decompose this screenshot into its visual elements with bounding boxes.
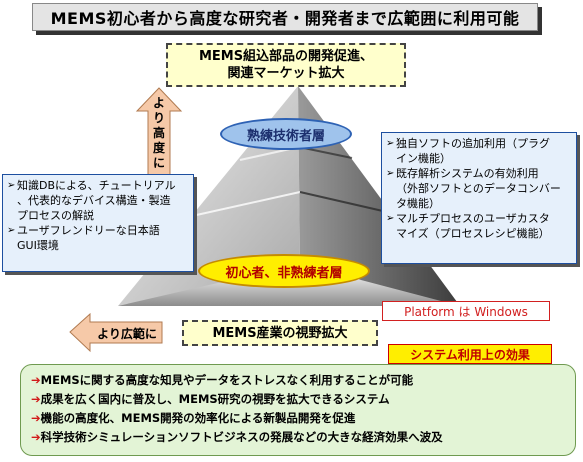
up-arrow-char: 度 [152,141,165,155]
triangle-bullet-icon: ➢ [7,225,16,236]
up-arrow-char: に [152,156,165,170]
up-arrow-char: よ [152,96,165,110]
up-arrow-char: 高 [152,126,165,140]
triangle-bullet-icon: ➢ [386,138,395,149]
effect-item: ➔MEMSに関する高度な知見やデータをストレスなく利用することが可能 [31,371,565,390]
effects-label: システム利用上の効果 [388,344,552,364]
effect-text: MEMSに関する高度な知見やデータをストレスなく利用することが可能 [40,373,414,387]
effect-text: 機能の高度化、MEMS開発の効率化による新製品開発を促進 [40,411,356,425]
effect-item: ➔機能の高度化、MEMS開発の効率化による新製品開発を促進 [31,409,565,428]
left-feature-line: GUI環境 [17,239,59,252]
bottom-goal-text: MEMS産業の視野拡大 [212,325,348,341]
beginner-layer-oval: 初心者、非熟練者層 [198,254,370,288]
triangle-bullet-icon: ➢ [386,168,395,179]
left-feature-line: ユーザフレンドリーな日本語 [17,224,160,237]
expert-layer-oval: 熟練技術者層 [220,118,352,150]
right-feature-line: マルチプロセスのユーザカスタ [396,212,550,225]
bottom-goal-box: MEMS産業の視野拡大 [182,320,378,346]
right-feature-line: タ機能） [396,197,440,210]
right-feature-line: イン機能） [396,152,451,165]
effect-item: ➔成果を広く国内に普及し、MEMS研究の視野を拡大できるシステム [31,390,565,409]
effect-item: ➔科学技術シミュレーションソフトビジネスの発展などの大きな経済効果へ波及 [31,428,565,447]
beginner-layer-label: 初心者、非熟練者層 [225,265,343,281]
pyramid-base [118,280,460,306]
platform-note-text: Platform は Windows [404,304,528,319]
triangle-bullet-icon: ➢ [386,213,395,224]
arrow-right-icon: ➔ [31,373,41,387]
right-feature-line: マイズ（プロセスレシピ機能） [396,227,550,240]
right-feature-item: ➢ 既存解析システムの有効利用 （外部ソフトとのデータコンバー タ機能） [386,166,572,211]
arrow-right-icon: ➔ [31,430,41,444]
right-feature-item: ➢ 独自ソフトの追加利用（プラグ イン機能） [386,136,572,166]
effect-text: 成果を広く国内に普及し、MEMS研究の視野を拡大できるシステム [40,392,390,406]
platform-note: Platform は Windows [382,301,550,321]
left-feature-line: プロセスの解説 [17,209,94,222]
left-feature-line: 、代表的なデバイス構造・製造 [17,194,171,207]
left-arrow-label: より広範に [97,327,157,341]
left-features-box: ➢ 知識DBによる、チュートリアル 、代表的なデバイス構造・製造 プロセスの解説… [2,174,194,272]
right-feature-line: 独自ソフトの追加利用（プラグ [396,137,550,150]
left-arrow [69,312,163,353]
effect-text: 科学技術シミュレーションソフトビジネスの発展などの大きな経済効果へ波及 [40,430,443,444]
pyramid-tier-line [191,191,301,217]
up-arrow-char: り [152,111,165,125]
top-goal-box: MEMS組込部品の開発促進、 関連マーケット拡大 [166,43,406,87]
left-feature-line: 知識DBによる、チュートリアル [17,179,176,192]
right-feature-item: ➢ マルチプロセスのユーザカスタ マイズ（プロセスレシピ機能） [386,211,572,241]
diagram-title: MEMS初心者から高度な研究者・開発者まで広範囲に利用可能 [32,3,538,31]
right-feature-line: （外部ソフトとのデータコンバー [396,182,561,195]
top-goal-line1: MEMS組込部品の開発促進、 [198,49,374,64]
effects-label-text: システム利用上の効果 [410,347,530,362]
triangle-bullet-icon: ➢ [7,180,16,191]
pyramid-tier-line [299,191,397,215]
expert-layer-label: 熟練技術者層 [246,128,325,144]
left-feature-item: ➢ ユーザフレンドリーな日本語 GUI環境 [7,223,189,253]
up-arrow-label: よ り 高 度 に [150,96,168,171]
arrow-right-icon: ➔ [31,411,41,425]
left-feature-item: ➢ 知識DBによる、チュートリアル 、代表的なデバイス構造・製造 プロセスの解説 [7,178,189,223]
effects-box: ➔MEMSに関する高度な知見やデータをストレスなく利用することが可能 ➔成果を広… [20,364,576,456]
arrow-right-icon: ➔ [31,392,41,406]
right-features-box: ➢ 独自ソフトの追加利用（プラグ イン機能） ➢ 既存解析システムの有効利用 （… [381,132,577,264]
top-goal-line2: 関連マーケット拡大 [227,66,345,81]
diagram-title-text: MEMS初心者から高度な研究者・開発者まで広範囲に利用可能 [50,9,520,28]
right-feature-line: 既存解析システムの有効利用 [396,167,539,180]
